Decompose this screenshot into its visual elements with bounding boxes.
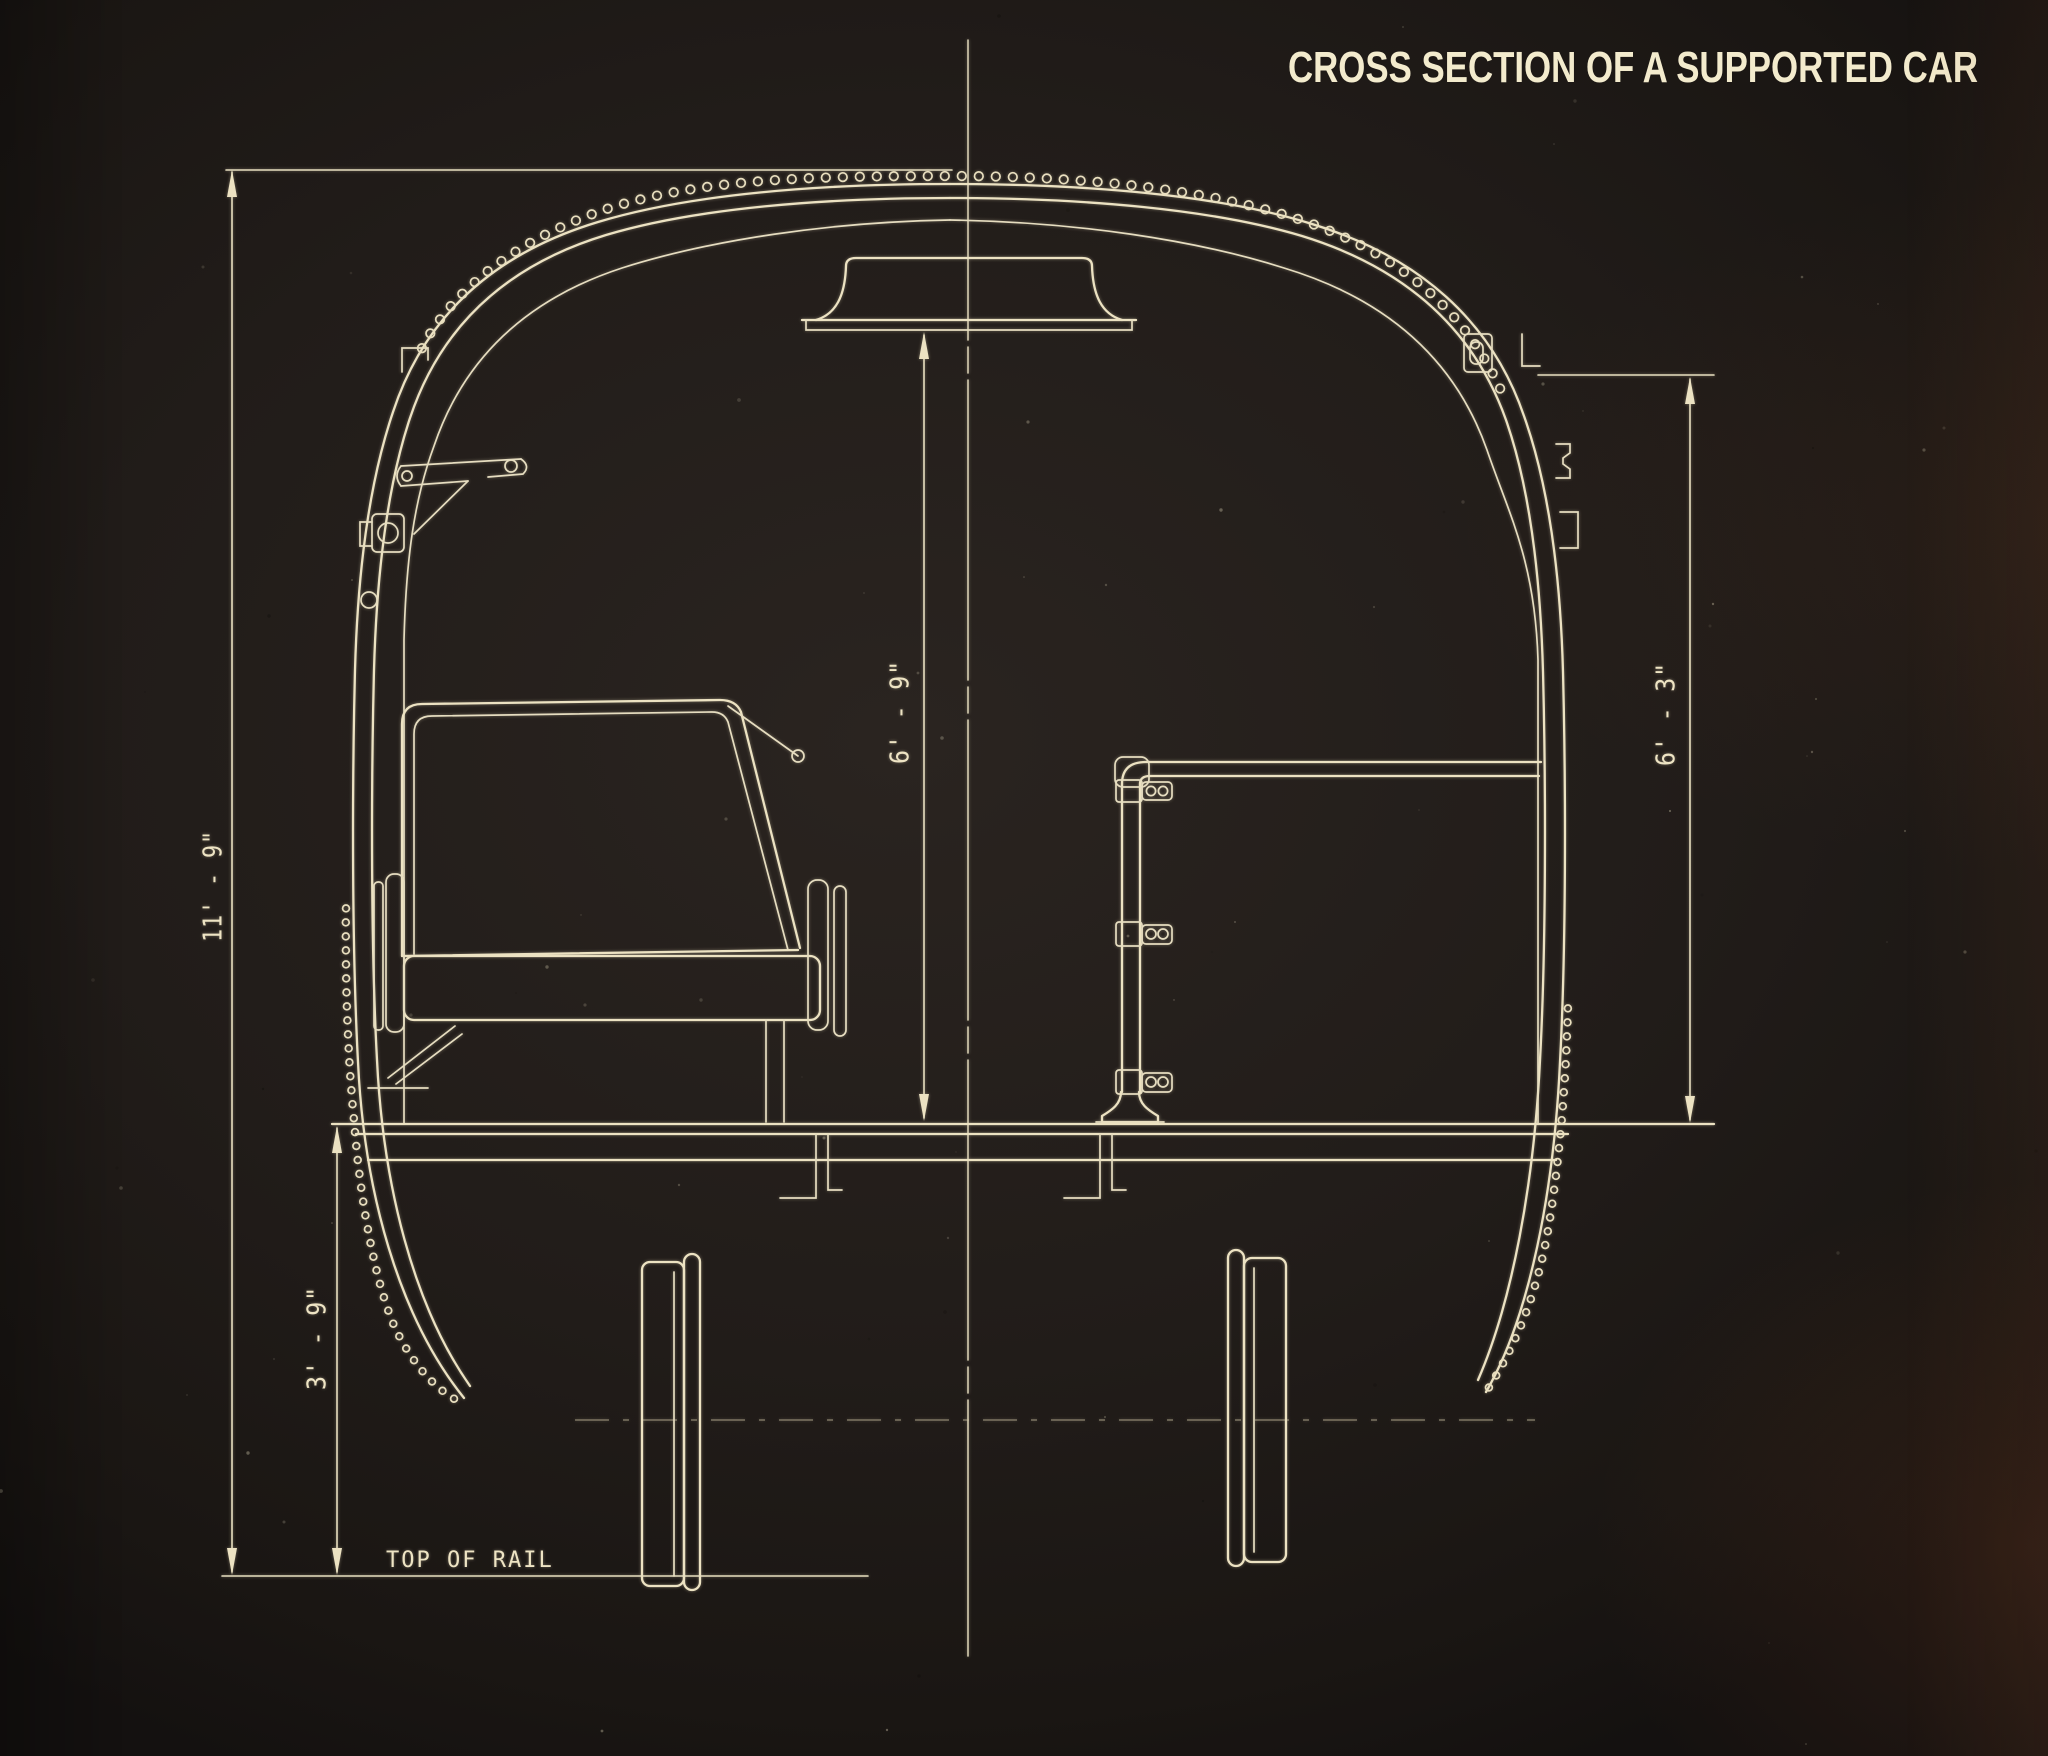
left-interior-lining: [403, 219, 951, 1125]
left-wall-bracket-arm: [396, 458, 528, 535]
dimension-label-floor-to-rail: 3' - 9": [303, 1286, 333, 1390]
dimension-wall-height: 6' - 3": [1652, 377, 1695, 1123]
left-wall-pipe-fitting: [360, 591, 378, 609]
dimension-interior-height: 6' - 9": [886, 332, 929, 1121]
seat-back-inner: [413, 711, 789, 955]
right-outer-fitting: [1555, 443, 1571, 479]
right-wall-bump: [1559, 511, 1579, 549]
roof-ventilator: [800, 256, 1138, 331]
stanchion-clamp-middle: [1115, 921, 1173, 947]
dimension-floor-to-rail: 3' - 9": [303, 1126, 342, 1575]
stanchion-clamp-top: [1115, 779, 1173, 803]
dimension-label-interior-height: 6' - 9": [886, 660, 916, 764]
seat-back-outer: [400, 698, 802, 958]
right-interior-lining: [949, 219, 1539, 1125]
stanchion-elbow-fitting: [1114, 756, 1150, 788]
floor-structure: [330, 1122, 1716, 1199]
car-body-shell: [341, 170, 1579, 1403]
seat-arm-left-outer: [373, 881, 384, 1031]
left-outer-wall: [351, 182, 952, 1400]
right-wall-clip: [1463, 333, 1541, 373]
stanchion-clamp-bottom: [1115, 1069, 1173, 1095]
seat-back-corner-pin: [791, 749, 805, 763]
right-rail: [1226, 1248, 1288, 1568]
handrail-inner: [1138, 774, 1541, 786]
seat-cushion: [402, 954, 822, 1022]
right-outer-wall: [948, 182, 1567, 1394]
right-inner-wall: [948, 196, 1547, 1382]
stanchion-post: [1120, 782, 1142, 1094]
dimensioning: 11' - 9" 3' - 9" 6' - 9" 6' -: [199, 169, 1715, 1577]
left-wall-clamp: [359, 513, 405, 553]
roof-rivet-scallops: [341, 170, 1573, 1403]
floor-hanger-right: [1063, 1133, 1127, 1199]
support-rails: [640, 1248, 1288, 1592]
handrail-outer: [1120, 760, 1543, 786]
left-rail: [640, 1252, 702, 1592]
seat-arm-left: [385, 873, 405, 1033]
seat-pedestal: [765, 1019, 785, 1123]
top-of-rail-label: TOP OF RAIL: [386, 1548, 554, 1573]
roof-edge-tab: [401, 347, 429, 373]
floor-hanger-left: [779, 1133, 843, 1199]
dimension-label-wall-height: 6' - 3": [1652, 662, 1682, 766]
seat-arm-right: [807, 879, 829, 1031]
seat-back-corner-brace: [727, 705, 799, 757]
seat-arm-right-outer: [833, 885, 847, 1037]
dimension-label-overall-height: 11' - 9": [199, 830, 229, 942]
seat-front-brace: [387, 1025, 463, 1085]
handrail-stanchion: [1095, 756, 1543, 1124]
stanchion-base-flange: [1100, 1090, 1160, 1124]
left-inner-wall: [370, 196, 952, 1388]
diagram-title: CROSS SECTION OF A SUPPORTED CAR: [1288, 43, 1978, 92]
film-grain-specks: [0, 14, 2038, 1745]
bench-seat: [367, 698, 847, 1123]
dimension-overall-height: 11' - 9": [199, 170, 237, 1575]
